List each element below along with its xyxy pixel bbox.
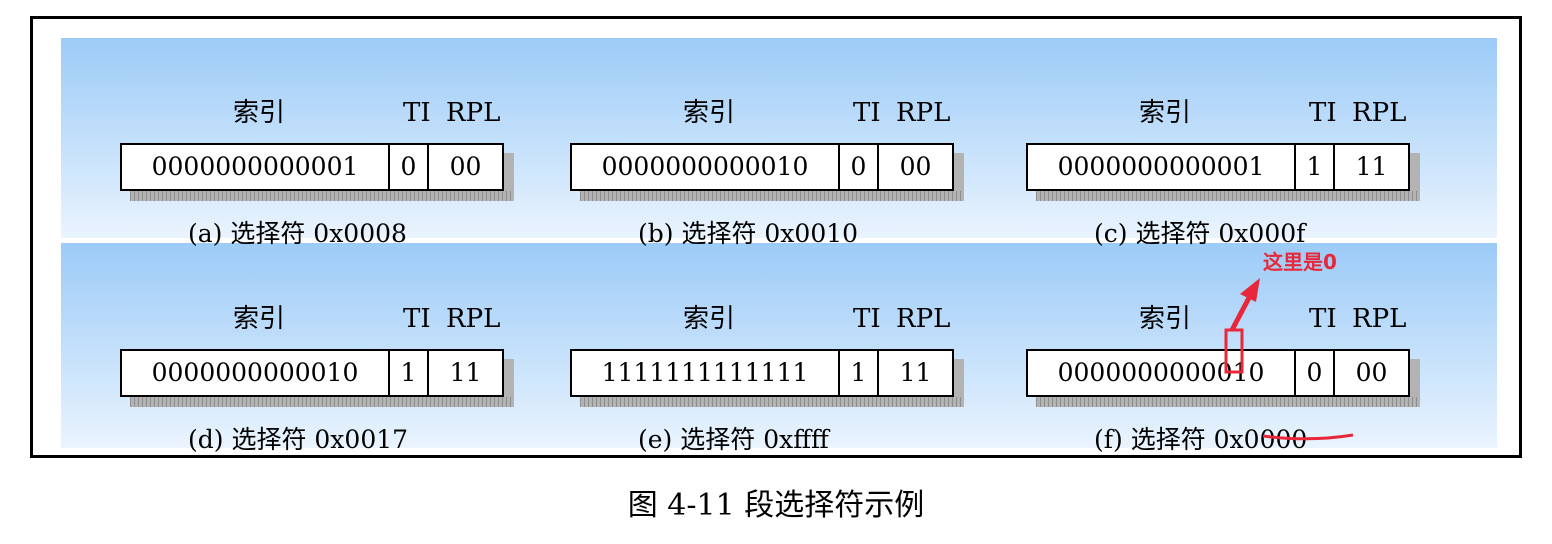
selector-caption: (e) 选择符 0xffff (638, 425, 829, 454)
annotation-note: 这里是0 (1263, 250, 1337, 274)
selector-caption: (a) 选择符 0x0008 (188, 219, 407, 248)
ti-field: 0 (840, 145, 879, 189)
index-header: 索引 (1139, 304, 1192, 334)
selector-caption: (c) 选择符 0x000f (1094, 219, 1306, 248)
ti-header: TI (403, 98, 431, 128)
index-field: 1111111111111 (572, 351, 840, 395)
index-header: 索引 (1139, 98, 1192, 128)
selector-caption: (f) 选择符 0x0000 (1094, 425, 1308, 454)
rpl-header: RPL (446, 304, 501, 334)
ti-header: TI (853, 98, 881, 128)
rpl-field: 11 (1355, 152, 1388, 181)
rpl-header: RPL (896, 304, 951, 334)
ti-field: 0 (390, 145, 429, 189)
ti-header: TI (403, 304, 431, 334)
ti-header: TI (853, 304, 881, 334)
index-field: 0000000000010 (1028, 351, 1296, 395)
rpl-field: 00 (449, 152, 482, 181)
rpl-header: RPL (896, 98, 951, 128)
ti-field: 1 (390, 351, 429, 395)
rpl-field: 00 (1355, 358, 1388, 387)
index-header: 索引 (683, 98, 736, 128)
top-band (61, 38, 1497, 238)
selector-caption: (b) 选择符 0x0010 (638, 219, 859, 248)
ti-field: 0 (1296, 351, 1335, 395)
bottom-band (61, 243, 1497, 448)
index-header: 索引 (233, 98, 286, 128)
ti-field: 1 (1296, 145, 1335, 189)
index-field: 0000000000010 (122, 351, 390, 395)
index-header: 索引 (683, 304, 736, 334)
index-field: 0000000000001 (122, 145, 390, 189)
rpl-field: 11 (899, 358, 932, 387)
rpl-header: RPL (446, 98, 501, 128)
figure-caption: 图 4-11 段选择符示例 (627, 488, 925, 523)
rpl-field: 11 (449, 358, 482, 387)
index-field: 0000000000001 (1028, 145, 1296, 189)
ti-header: TI (1309, 98, 1337, 128)
index-header: 索引 (233, 304, 286, 334)
rpl-field: 00 (899, 152, 932, 181)
index-field: 0000000000010 (572, 145, 840, 189)
selector-caption: (d) 选择符 0x0017 (188, 425, 409, 454)
ti-field: 1 (840, 351, 879, 395)
rpl-header: RPL (1352, 304, 1407, 334)
ti-header: TI (1309, 304, 1337, 334)
rpl-header: RPL (1352, 98, 1407, 128)
